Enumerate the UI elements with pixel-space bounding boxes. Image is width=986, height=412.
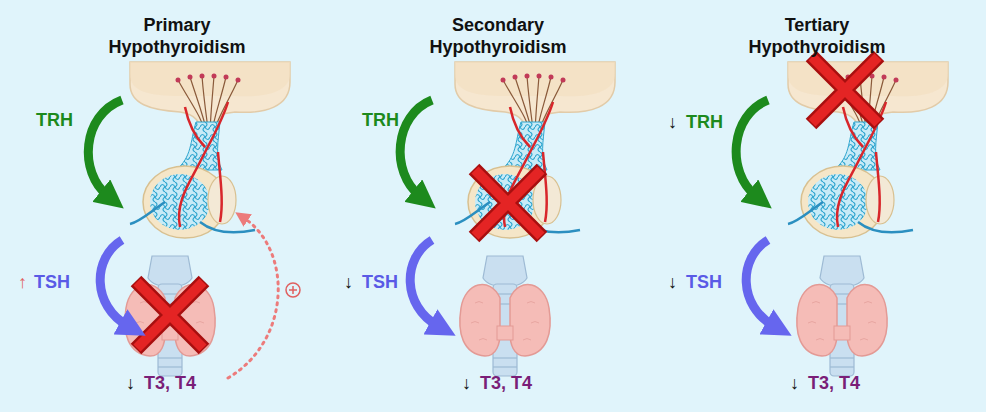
tsh-arrow xyxy=(746,240,774,326)
hormone-label: T3, T4 xyxy=(144,373,196,393)
hormone-label: T3, T4 xyxy=(808,373,860,393)
panel-title: Secondary Hypothyroidism xyxy=(413,14,583,58)
trend-arrow: ↓ xyxy=(668,112,677,132)
thyroid-gland xyxy=(460,256,550,376)
trend-arrow: ↓ xyxy=(126,373,135,393)
thyroid-gland xyxy=(797,256,887,376)
tsh-arrow xyxy=(100,240,128,326)
hormone-label: TRH xyxy=(36,110,73,130)
hormone-label: T3, T4 xyxy=(480,373,532,393)
hormone-label: TSH xyxy=(686,272,722,292)
hypothalamus-pituitary xyxy=(788,62,948,238)
trend-arrow: ↓ xyxy=(462,373,471,393)
failure-cross xyxy=(474,169,542,237)
trh-arrow xyxy=(400,100,432,196)
hormone-label: TRH xyxy=(362,110,399,130)
trend-arrow: ↓ xyxy=(344,272,353,292)
hypothalamus-pituitary xyxy=(455,62,615,238)
panel-title: Primary Hypothyroidism xyxy=(92,14,262,58)
tsh-arrow xyxy=(410,240,438,326)
trend-arrow: ↑ xyxy=(18,272,27,292)
panel-tertiary xyxy=(736,56,948,376)
hormone-label: TSH xyxy=(34,272,70,292)
trend-arrow: ↓ xyxy=(668,272,677,292)
failure-cross xyxy=(136,281,204,349)
panel-secondary xyxy=(400,62,615,376)
trh-arrow xyxy=(88,100,122,196)
feedback-arrow xyxy=(228,218,278,378)
trend-arrow: ↓ xyxy=(790,373,799,393)
trh-arrow xyxy=(736,100,768,196)
panel-primary xyxy=(88,62,300,378)
stimulation-symbol xyxy=(286,283,300,297)
thyroid-gland xyxy=(125,256,215,376)
hypothalamus-pituitary xyxy=(130,62,290,238)
failure-cross xyxy=(811,56,879,124)
panel-title: Tertiary Hypothyroidism xyxy=(732,14,902,58)
hormone-label: TSH xyxy=(362,272,398,292)
hormone-label: TRH xyxy=(686,112,723,132)
